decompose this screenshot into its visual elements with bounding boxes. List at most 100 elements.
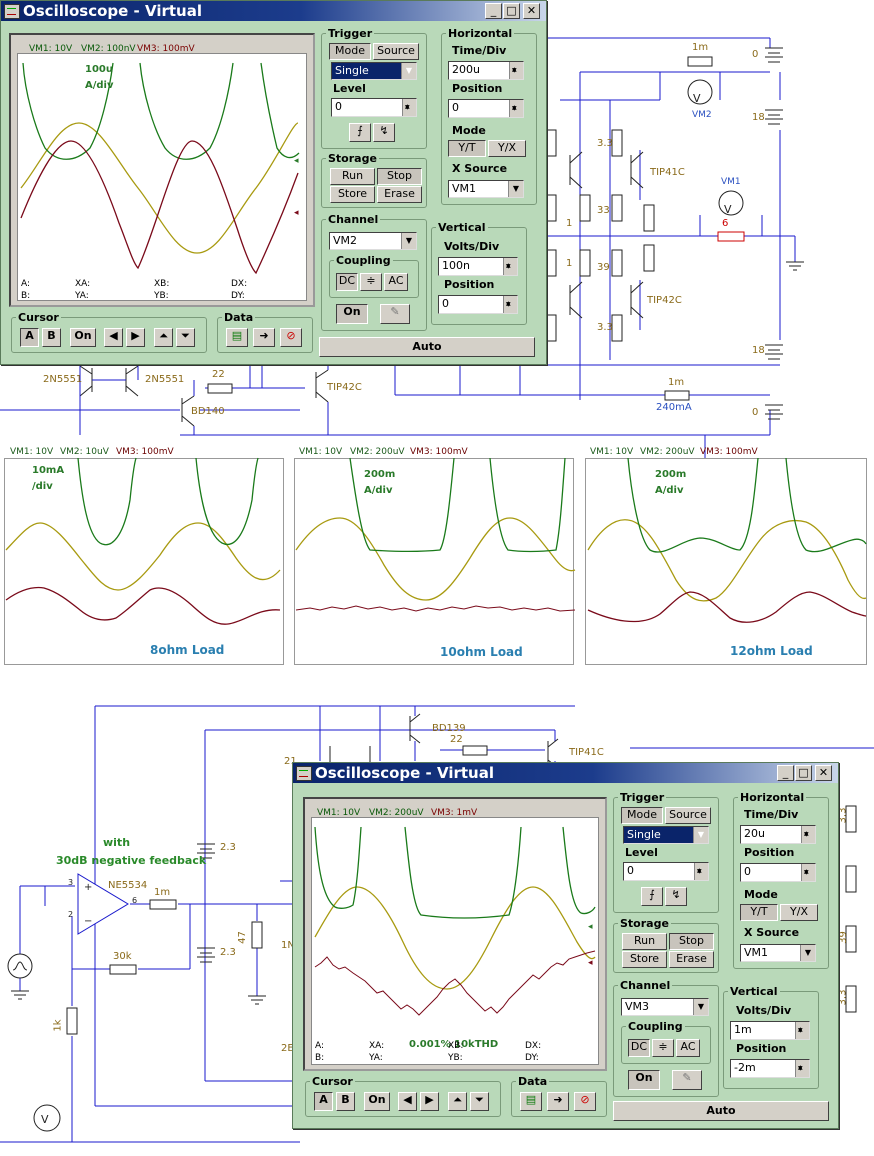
run-button[interactable]: Run	[330, 168, 375, 185]
cursor-a-button[interactable]: A	[20, 328, 39, 347]
erase-button[interactable]: Erase	[377, 186, 422, 203]
trigger-mode-button[interactable]: Mode	[621, 807, 663, 824]
horizontal-title: Horizontal	[738, 791, 807, 804]
h-position-spinner[interactable]	[509, 100, 523, 117]
falling-edge-button[interactable]: ↯	[373, 123, 395, 142]
trigger-select[interactable]: Single▼	[623, 826, 709, 844]
dropdown-arrow-icon[interactable]: ▼	[800, 945, 815, 961]
label-r6: 6	[722, 218, 729, 229]
level-input[interactable]: 0	[331, 98, 417, 117]
trigger-group: Trigger Mode Source Single▼ Level 0 ⨍ ↯	[613, 791, 719, 913]
level-spinner[interactable]	[694, 863, 708, 880]
ground-button[interactable]: ≑	[360, 273, 382, 291]
store-button[interactable]: Store	[622, 951, 667, 968]
cursor-down-button[interactable]: ⏷	[176, 328, 195, 347]
cursor-right-button[interactable]: ▶	[126, 328, 145, 347]
clear-data-button[interactable]: ⊘	[280, 328, 302, 347]
xsource-select[interactable]: VM1▼	[448, 180, 524, 198]
cursor-up-button[interactable]: ⏶	[154, 328, 173, 347]
channel-on-button[interactable]: On	[628, 1070, 660, 1090]
cursor-on-button[interactable]: On	[70, 328, 96, 347]
timediv-input[interactable]: 20u	[740, 825, 816, 844]
dropdown-arrow-icon[interactable]: ▼	[508, 181, 523, 197]
voltsdiv-input[interactable]: 1m	[730, 1021, 810, 1040]
rising-edge-button[interactable]: ⨍	[641, 887, 663, 906]
timediv-input[interactable]: 200u	[448, 61, 524, 80]
import-data-button[interactable]: ▤	[226, 328, 248, 347]
h-position-input[interactable]: 0	[448, 99, 524, 118]
export-data-button[interactable]: ➜	[253, 328, 275, 347]
arrow-up-icon: ⏶	[159, 329, 168, 342]
dropdown-arrow-icon[interactable]: ▼	[401, 63, 416, 79]
yt-button[interactable]: Y/T	[740, 904, 778, 921]
title-bar[interactable]: Oscilloscope - Virtual _ □ ✕	[1, 1, 546, 21]
channel-select[interactable]: VM3▼	[621, 998, 709, 1016]
trigger-mode-button[interactable]: Mode	[329, 43, 371, 60]
pen-color-button[interactable]: ✎	[380, 304, 410, 324]
voltsdiv-spinner[interactable]	[795, 1022, 809, 1039]
cursor-b-button[interactable]: B	[336, 1092, 355, 1111]
stop-button[interactable]: Stop	[377, 168, 422, 185]
minimize-button[interactable]: _	[485, 3, 502, 19]
maximize-button[interactable]: □	[795, 765, 812, 781]
dc-button[interactable]: DC	[336, 273, 358, 291]
ac-button[interactable]: AC	[384, 273, 408, 291]
voltsdiv-spinner[interactable]	[503, 258, 517, 275]
dropdown-arrow-icon[interactable]: ▼	[693, 827, 708, 843]
trigger-select[interactable]: Single▼	[331, 62, 417, 80]
minimize-button[interactable]: _	[777, 765, 794, 781]
level-spinner[interactable]	[402, 99, 416, 116]
ground-button[interactable]: ≑	[652, 1039, 674, 1057]
maximize-button[interactable]: □	[503, 3, 520, 19]
store-button[interactable]: Store	[330, 186, 375, 203]
cursor-down-button[interactable]: ⏷	[470, 1092, 489, 1111]
auto-button[interactable]: Auto	[319, 337, 535, 357]
dc-button[interactable]: DC	[628, 1039, 650, 1057]
cursor-on-button[interactable]: On	[364, 1092, 390, 1111]
trigger-source-button[interactable]: Source	[373, 43, 419, 60]
import-data-button[interactable]: ▤	[520, 1092, 542, 1111]
data-group: Data ▤ ➜ ⊘	[511, 1075, 607, 1117]
yx-button[interactable]: Y/X	[780, 904, 818, 921]
auto-button[interactable]: Auto	[613, 1101, 829, 1121]
dropdown-arrow-icon[interactable]: ▼	[401, 233, 416, 249]
trigger-source-button[interactable]: Source	[665, 807, 711, 824]
export-data-button[interactable]: ➜	[547, 1092, 569, 1111]
yx-button[interactable]: Y/X	[488, 140, 526, 157]
label-bd139: BD139	[432, 723, 466, 734]
dropdown-arrow-icon[interactable]: ▼	[693, 999, 708, 1015]
cursor-b-button[interactable]: B	[42, 328, 61, 347]
rising-edge-button[interactable]: ⨍	[349, 123, 371, 142]
voltsdiv-input[interactable]: 100n	[438, 257, 518, 276]
vm1-scale-label: VM1: 10V	[317, 808, 361, 818]
close-button[interactable]: ✕	[523, 3, 540, 19]
yt-button[interactable]: Y/T	[448, 140, 486, 157]
falling-edge-button[interactable]: ↯	[665, 887, 687, 906]
clear-data-button[interactable]: ⊘	[574, 1092, 596, 1111]
cursor-right-button[interactable]: ▶	[420, 1092, 439, 1111]
level-input[interactable]: 0	[623, 862, 709, 881]
stop-button[interactable]: Stop	[669, 933, 714, 950]
timediv-spinner[interactable]	[801, 826, 815, 843]
erase-button[interactable]: Erase	[669, 951, 714, 968]
channel-select[interactable]: VM2▼	[329, 232, 417, 250]
cursor-a-button[interactable]: A	[314, 1092, 333, 1111]
label-with: with	[103, 836, 131, 849]
close-button[interactable]: ✕	[815, 765, 832, 781]
cursor-up-button[interactable]: ⏶	[448, 1092, 467, 1111]
v-position-input[interactable]: 0	[438, 295, 518, 314]
pen-color-button[interactable]: ✎	[672, 1070, 702, 1090]
v-position-spinner[interactable]	[795, 1060, 809, 1077]
v-position-spinner[interactable]	[503, 296, 517, 313]
run-button[interactable]: Run	[622, 933, 667, 950]
channel-on-button[interactable]: On	[336, 304, 368, 324]
cursor-left-button[interactable]: ◀	[398, 1092, 417, 1111]
h-position-input[interactable]: 0	[740, 863, 816, 882]
h-position-spinner[interactable]	[801, 864, 815, 881]
title-bar[interactable]: Oscilloscope - Virtual _ □ ✕	[293, 763, 838, 783]
ac-button[interactable]: AC	[676, 1039, 700, 1057]
v-position-input[interactable]: -2m	[730, 1059, 810, 1078]
cursor-left-button[interactable]: ◀	[104, 328, 123, 347]
timediv-spinner[interactable]	[509, 62, 523, 79]
xsource-select[interactable]: VM1▼	[740, 944, 816, 962]
